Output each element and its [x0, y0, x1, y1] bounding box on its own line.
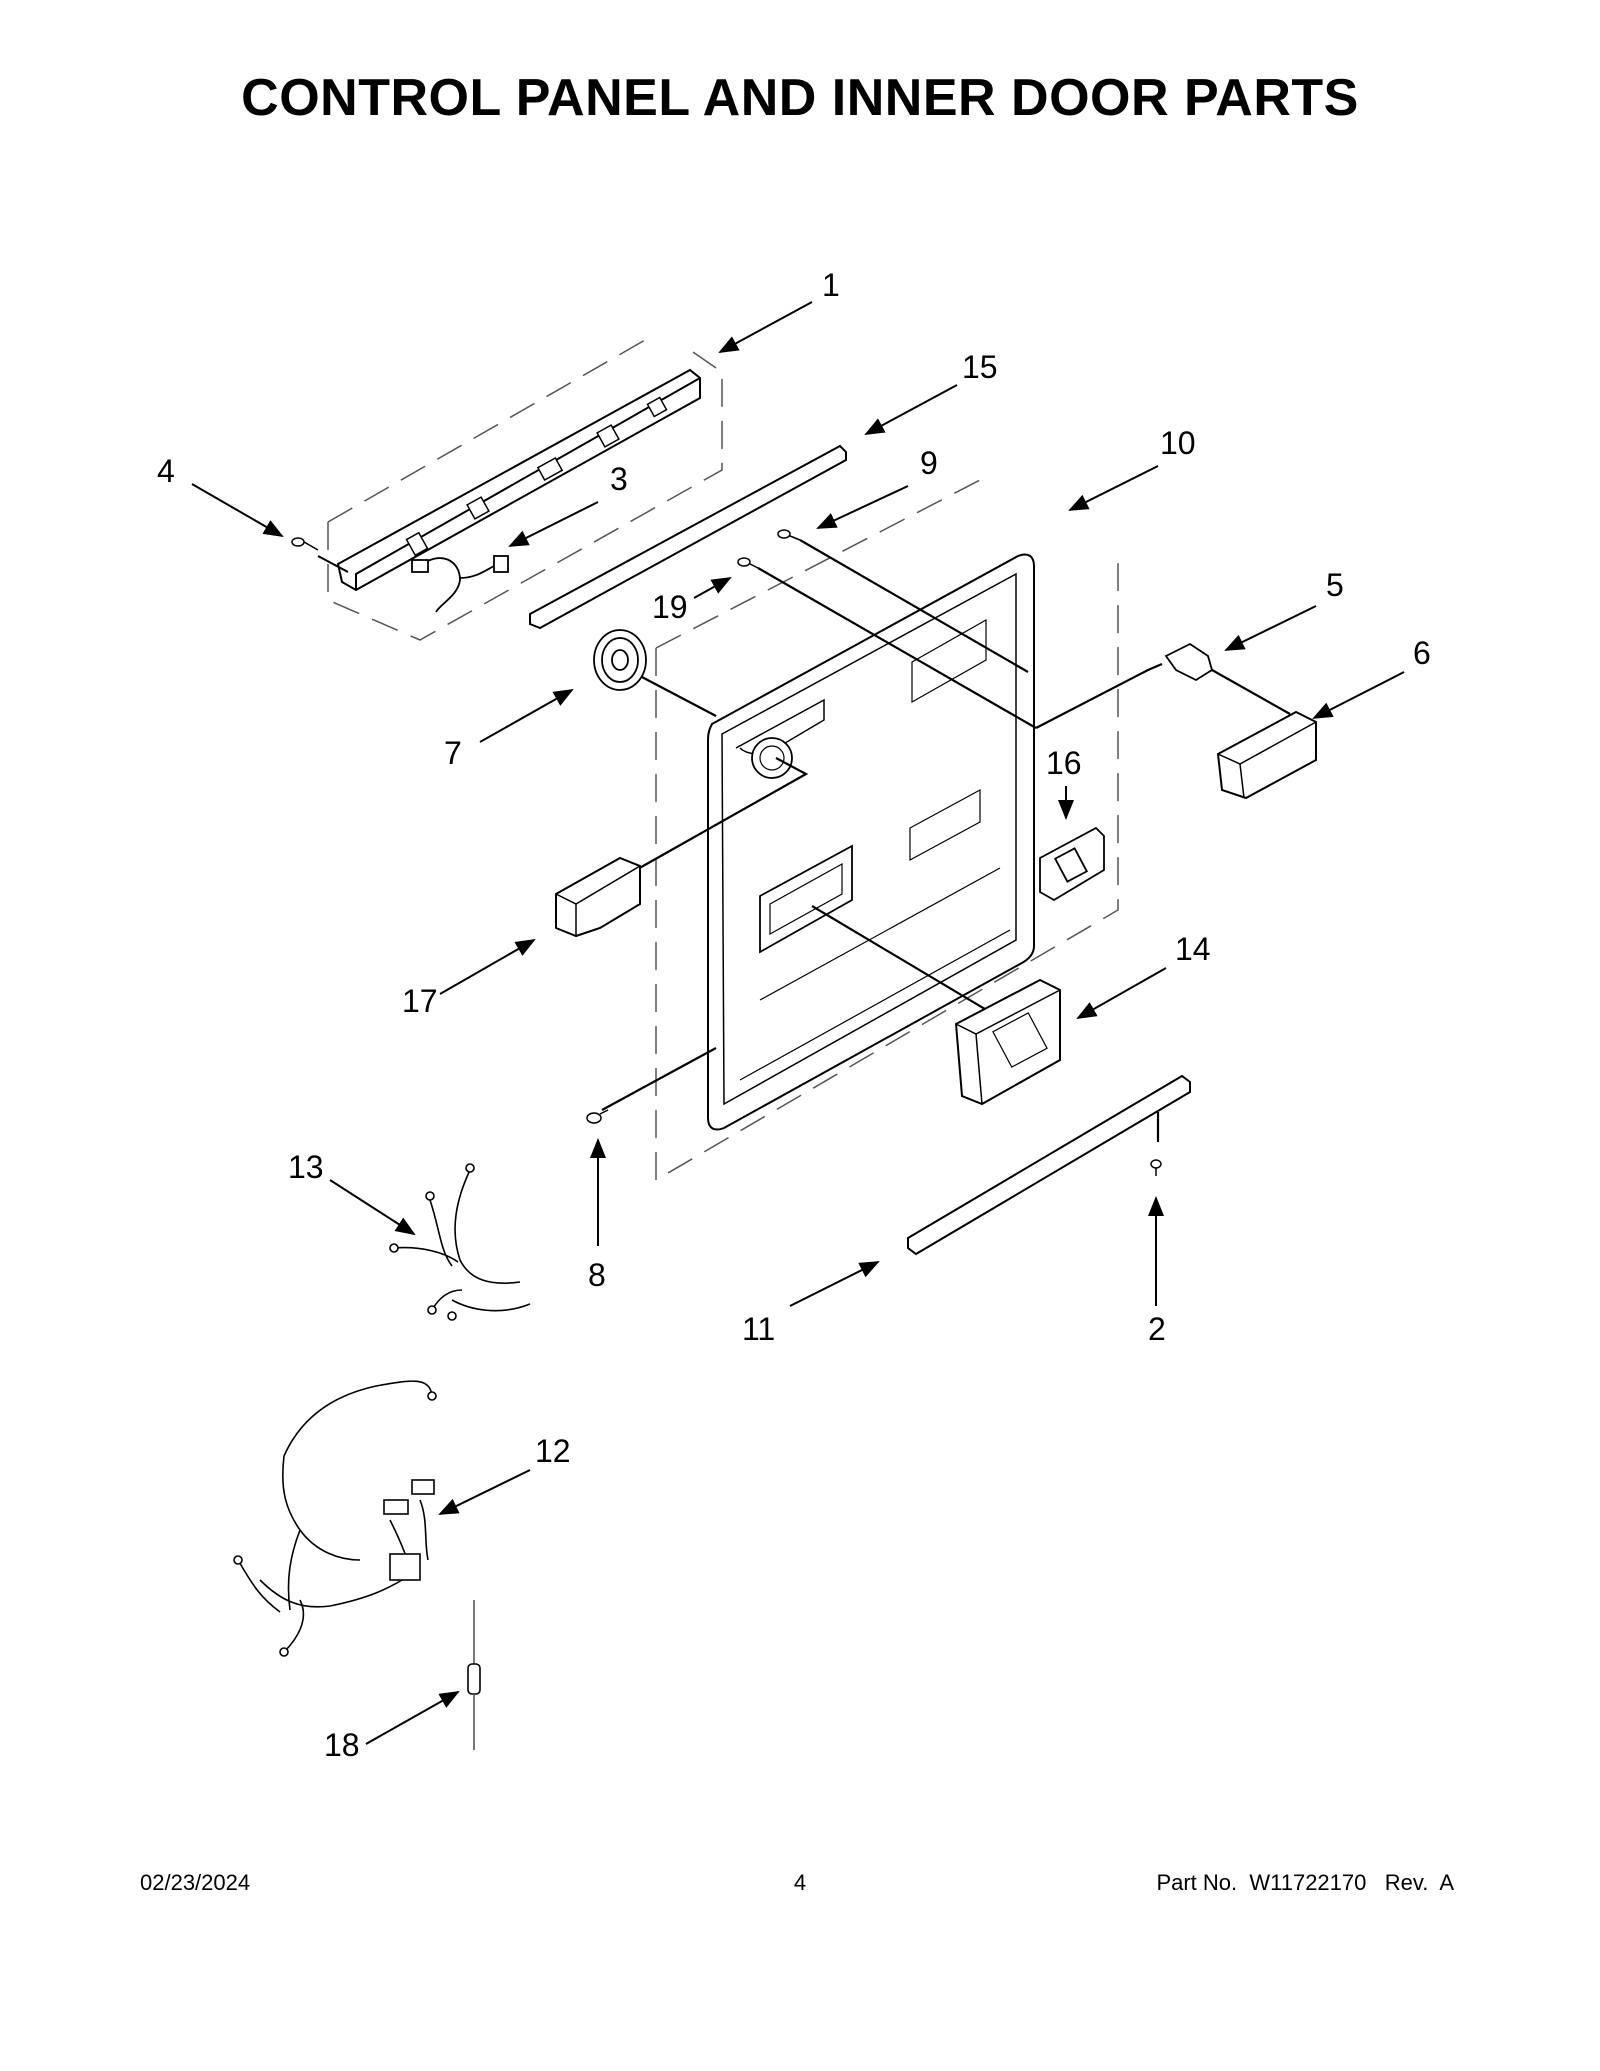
leader-13	[329, 1179, 416, 1236]
callout-8: 8	[588, 1257, 606, 1293]
callout-1: 1	[822, 267, 840, 303]
page-title: CONTROL PANEL AND INNER DOOR PARTS	[241, 69, 1359, 127]
callout-6: 6	[1413, 635, 1431, 671]
callout-11: 11	[742, 1311, 775, 1347]
leader-18	[365, 1691, 460, 1745]
callout-9: 9	[920, 445, 938, 481]
callout-3: 3	[610, 461, 628, 497]
part-14-control-board	[954, 978, 1061, 1106]
part-13-wire-harness	[389, 1163, 531, 1321]
leader-15	[864, 384, 958, 435]
assembly-lines	[601, 539, 1291, 1111]
part-4-screw	[291, 537, 349, 573]
part-16-bracket	[1039, 826, 1105, 902]
assembly-guides	[327, 335, 1119, 1182]
part-3-switch-harness	[411, 555, 509, 613]
leader-12	[438, 1469, 531, 1515]
part-11-rail	[907, 1074, 1191, 1256]
part-2-screw	[1150, 1112, 1162, 1176]
control-panel-guide	[327, 349, 723, 641]
leader-1	[718, 301, 813, 353]
leader-arrows	[191, 301, 1405, 1745]
leader-3	[508, 501, 599, 547]
leader-4	[191, 483, 284, 538]
callout-14: 14	[1175, 931, 1211, 967]
callout-17: 17	[402, 983, 438, 1019]
callout-12: 12	[535, 1433, 571, 1469]
leader-19	[693, 577, 732, 599]
part-17-housing	[555, 856, 641, 938]
footer-page-number: 4	[793, 1870, 807, 1895]
part-12-main-harness	[233, 1380, 437, 1657]
callout-labels: 1 15 9 10 4 3 19 5 6 7 16 14 17 8 13 11 …	[157, 267, 1431, 1763]
callout-13: 13	[288, 1149, 324, 1185]
callout-15: 15	[962, 349, 998, 385]
callout-19: 19	[652, 589, 688, 625]
part-1-control-panel	[336, 368, 701, 592]
callout-7: 7	[444, 735, 462, 771]
inner-door-guide	[655, 560, 1119, 1182]
part-7-vent	[593, 629, 647, 691]
footer-date: 02/23/2024	[140, 1870, 251, 1895]
callout-16: 16	[1046, 745, 1082, 781]
leader-11	[789, 1261, 880, 1307]
leader-9	[816, 485, 909, 529]
part-9-screw	[777, 529, 801, 541]
part-8-screw	[586, 1109, 609, 1124]
footer-part-number: Part No. W11722170 Rev. A	[1156, 1870, 1454, 1895]
leader-6	[1312, 671, 1405, 719]
leader-5	[1224, 605, 1317, 651]
part-6-module	[1216, 710, 1317, 800]
part-19-screw	[737, 557, 759, 569]
callout-5: 5	[1326, 567, 1344, 603]
leader-10	[1068, 465, 1159, 511]
part-10-inner-door	[707, 553, 1035, 1131]
callout-18: 18	[324, 1727, 360, 1763]
part-15-strip	[529, 444, 847, 630]
callout-2: 2	[1148, 1311, 1166, 1347]
inner-door-guide-top	[655, 479, 981, 649]
part-18-fuse	[467, 1600, 481, 1750]
part-5-latch	[1164, 642, 1214, 682]
leader-14	[1076, 967, 1167, 1019]
callout-4: 4	[157, 453, 175, 489]
leader-7	[479, 689, 574, 743]
callout-10: 10	[1160, 425, 1196, 461]
control-panel-guide-top	[327, 335, 653, 523]
leader-17	[439, 939, 536, 995]
